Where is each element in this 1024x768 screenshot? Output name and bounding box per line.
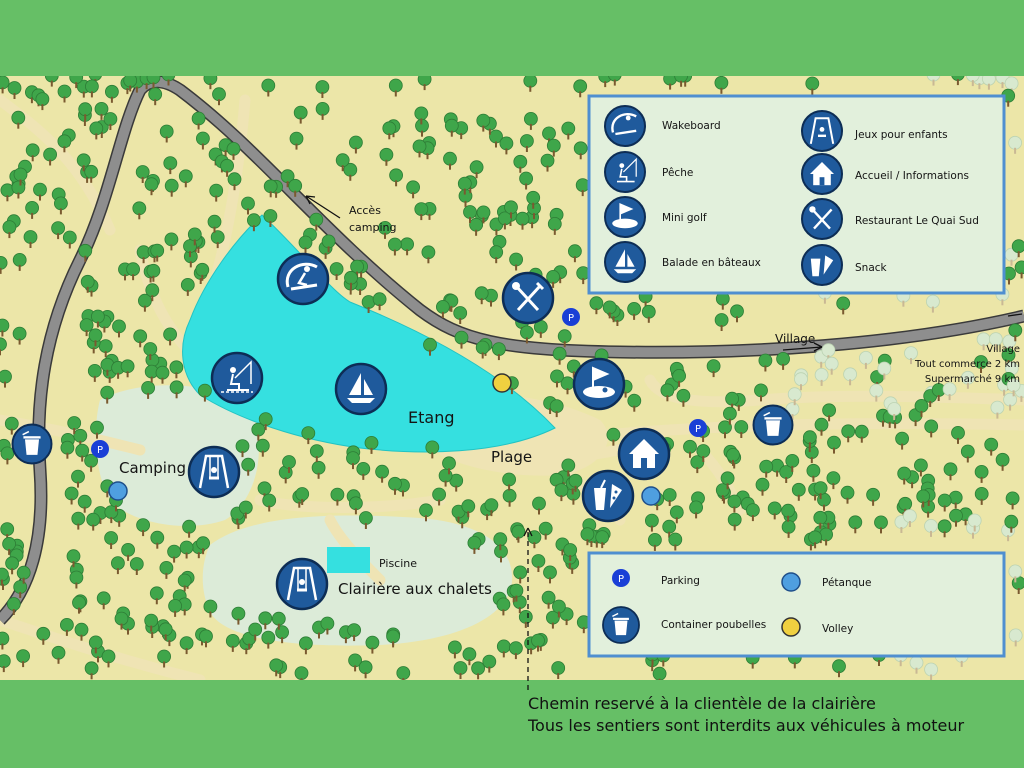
- petanque-icon[interactable]: [641, 486, 661, 506]
- legend-label-minigolf: Mini golf: [662, 212, 707, 224]
- legend-facilities: P Parking Container poubelles Pétanque V…: [587, 551, 1006, 658]
- parking-icon[interactable]: P: [689, 419, 707, 437]
- trash-icon[interactable]: [752, 404, 794, 446]
- label-camping-access: camping: [349, 221, 397, 234]
- snack-icon[interactable]: [581, 469, 635, 523]
- house-icon[interactable]: [617, 427, 671, 481]
- label-clairiere: Clairière aux chalets: [338, 580, 492, 598]
- legend-activities-panel: [587, 94, 1006, 295]
- parking-letter: P: [97, 445, 103, 456]
- label-plage: Plage: [491, 448, 532, 466]
- sailboat-icon[interactable]: [334, 362, 388, 416]
- arrow-village: [782, 346, 823, 351]
- label-village-info-1: Village: [986, 344, 1020, 355]
- restaurant-icon: [800, 197, 844, 241]
- mini-golf-icon[interactable]: [572, 357, 626, 411]
- tree-icon: [294, 666, 309, 680]
- label-village-info-3: Supermarché 9 km: [925, 373, 1020, 385]
- restaurant-icon[interactable]: [501, 271, 555, 325]
- footer-line-2: Tous les sentiers sont interdits aux véh…: [528, 716, 965, 735]
- arrow-head: [523, 527, 533, 537]
- arrow-acces-camping: [305, 195, 341, 219]
- parking-letter: P: [618, 574, 624, 585]
- parking-letter: P: [568, 313, 574, 324]
- lake-etang: [182, 214, 556, 453]
- fishing-icon: [603, 150, 647, 194]
- wakeboard-icon[interactable]: [276, 252, 330, 306]
- sailboat-icon: [603, 240, 647, 284]
- label-village-info-2: Tout commerce 2 km: [914, 359, 1020, 370]
- parking-icon[interactable]: P: [91, 440, 109, 458]
- legend-label-parking: Parking: [661, 575, 700, 587]
- legend-label-jeux: Jeux pour enfants: [854, 129, 948, 141]
- legend-label-petanque: Pétanque: [822, 577, 871, 589]
- swing-icon[interactable]: [187, 445, 241, 499]
- petanque-icon: [781, 572, 801, 592]
- legend-facilities-panel: [587, 551, 1006, 658]
- arrow-head: [813, 342, 823, 352]
- trash-icon[interactable]: [11, 423, 53, 465]
- fishing-icon[interactable]: [210, 351, 264, 405]
- mini-golf-icon: [603, 195, 647, 239]
- legend-label-restaurant: Restaurant Le Quai Sud: [855, 215, 979, 227]
- legend-label-volley: Volley: [822, 623, 853, 635]
- map-labels: Accès camping Village Village Tout comme…: [119, 204, 1020, 598]
- petanque-icon[interactable]: [108, 481, 128, 501]
- label-etang: Etang: [408, 408, 454, 427]
- trash-icon: [602, 606, 640, 644]
- legend-label-container: Container poubelles: [661, 619, 766, 631]
- label-village-road: Village: [775, 332, 815, 346]
- legend-label-snack: Snack: [855, 262, 888, 274]
- parking-letter: P: [695, 424, 701, 435]
- poi-badges: [11, 252, 794, 611]
- house-icon: [800, 152, 844, 196]
- parking-icon[interactable]: P: [562, 308, 580, 326]
- label-acces: Accès: [349, 204, 381, 217]
- footer-line-1: Chemin reservé à la clientèle de la clai…: [528, 694, 876, 713]
- wakeboard-icon: [603, 104, 647, 148]
- tree-icon: [396, 666, 411, 680]
- swing-icon: [800, 109, 844, 153]
- pool: [327, 547, 370, 573]
- label-camping: Camping: [119, 459, 186, 477]
- legend-activities: Wakeboard Pêche Mini golf Balade en bâte…: [587, 94, 1006, 295]
- map-markers: P P P: [91, 308, 707, 506]
- arrow-east: [1007, 313, 1023, 317]
- volley-icon[interactable]: [492, 373, 512, 393]
- roads: [0, 76, 1024, 625]
- snack-icon: [800, 243, 844, 287]
- label-piscine: Piscine: [379, 557, 417, 570]
- legend-label-wakeboard: Wakeboard: [662, 120, 721, 132]
- legend-label-peche: Pêche: [662, 167, 693, 179]
- tree-icon: [652, 666, 667, 680]
- legend-label-bateaux: Balade en bâteaux: [662, 257, 761, 269]
- arrow-head: [305, 195, 316, 205]
- direction-arrows: [305, 195, 1023, 690]
- volley-icon: [781, 617, 801, 637]
- swing-icon[interactable]: [275, 557, 329, 611]
- legend-label-accueil: Accueil / Informations: [855, 170, 969, 182]
- parking-icon: P: [612, 569, 630, 587]
